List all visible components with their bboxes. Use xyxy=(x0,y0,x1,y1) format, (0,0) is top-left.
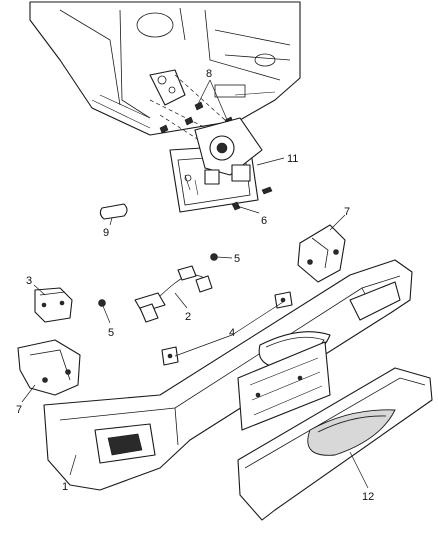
callout-7-lower: 7 xyxy=(16,404,22,416)
callout-3: 3 xyxy=(26,275,32,287)
callout-4: 4 xyxy=(229,327,235,339)
bracket-3 xyxy=(34,287,73,323)
callout-7-upper: 7 xyxy=(344,206,350,218)
callout-11: 11 xyxy=(287,153,298,165)
callout-9: 9 xyxy=(103,227,109,239)
bracket-7-upper xyxy=(297,224,346,283)
step-pad xyxy=(237,367,433,521)
callout-8: 8 xyxy=(206,68,212,80)
callout-12: 12 xyxy=(362,491,374,503)
callout-1: 1 xyxy=(62,481,68,493)
callout-2: 2 xyxy=(185,311,191,323)
vehicle-body-rear xyxy=(29,1,301,136)
wiring-harness-2 xyxy=(134,265,213,323)
leader-lines xyxy=(21,79,369,489)
callout-5-lower: 5 xyxy=(108,327,114,339)
nut-5-lower xyxy=(98,299,106,307)
callout-5-upper: 5 xyxy=(234,253,240,265)
rear-bumper xyxy=(43,259,413,491)
license-lamp-assembly xyxy=(169,117,273,213)
callout-6: 6 xyxy=(261,215,267,227)
small-lens xyxy=(99,203,128,220)
nut-5-upper xyxy=(210,253,218,261)
bracket-7-lower xyxy=(17,339,81,396)
callout-labels: 1 2 3 4 5 5 6 7 7 8 9 11 12 xyxy=(16,68,374,503)
clip-4-left xyxy=(161,346,179,366)
